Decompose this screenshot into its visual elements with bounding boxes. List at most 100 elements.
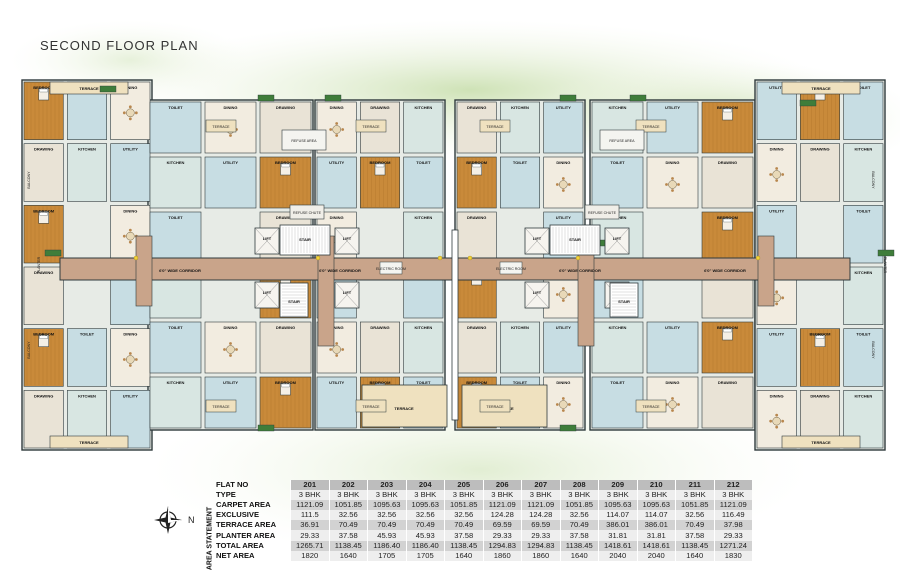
lift-cross	[524, 227, 550, 255]
table-cell: 69.59	[482, 520, 522, 531]
room	[67, 328, 107, 387]
electric-room	[379, 261, 403, 275]
table-cell: 1418.61	[598, 540, 637, 551]
terrace	[635, 119, 667, 133]
bed-furniture	[38, 87, 49, 101]
terrace-label: TERRACE	[642, 405, 660, 409]
row-label: TERRACE AREA	[216, 520, 277, 530]
table-cell: 1640	[559, 550, 599, 561]
chair	[128, 105, 132, 109]
room	[543, 101, 584, 154]
room-label: KITCHEN	[414, 215, 432, 220]
row-label: EXCLUSIVE	[216, 510, 260, 520]
planter	[257, 94, 275, 102]
room-label: TOILET	[168, 325, 183, 330]
terrace-label: TERRACE	[811, 440, 831, 445]
chair	[561, 177, 565, 180]
room	[23, 143, 64, 202]
dining-table	[668, 400, 677, 409]
terrace	[49, 435, 129, 449]
chair	[775, 290, 779, 294]
table-cell: 1051.85	[559, 500, 599, 511]
room-label: KITCHEN	[414, 325, 432, 330]
room-label: DRAWING	[276, 105, 295, 110]
room	[403, 101, 444, 154]
chair	[775, 425, 779, 429]
room	[701, 376, 754, 429]
room-label: KITCHEN	[511, 325, 529, 330]
room-label: KITCHEN	[78, 147, 96, 152]
table-cell: 111.5	[290, 510, 329, 521]
corridor-label: 6'0" WIDE CORRIDOR	[559, 268, 601, 273]
table-cell: 32.56	[367, 510, 406, 521]
table-cell: 1138.45	[559, 540, 599, 551]
room-label: DRAWING	[718, 380, 737, 385]
chair	[671, 189, 674, 192]
stair-core	[279, 224, 331, 256]
room-label: KITCHEN	[854, 147, 872, 152]
table-cell: 3 BHK	[290, 490, 329, 501]
table-cell: 70.49	[328, 520, 368, 531]
room-label: TOILET	[856, 332, 871, 337]
bed-furniture	[280, 162, 291, 176]
terrace-label: TERRACE	[79, 440, 99, 445]
room-label: DINING	[330, 215, 344, 220]
room-label: KITCHEN	[511, 105, 529, 110]
terrace	[205, 399, 237, 413]
table-cell: 208	[559, 480, 599, 491]
room-label: UTILITY	[769, 208, 784, 213]
table-cell: 3 BHK	[675, 490, 714, 501]
room-label: UTILITY	[665, 325, 680, 330]
room-label: TOILET	[610, 380, 625, 385]
row-label: CARPET AREA	[216, 500, 271, 510]
chair	[128, 352, 132, 355]
table-cell: 32.56	[675, 510, 714, 521]
chair	[555, 403, 559, 406]
planter	[629, 94, 647, 102]
chair	[335, 354, 339, 357]
chair	[134, 111, 138, 115]
chair	[775, 179, 779, 182]
room-label: BEDROOM	[370, 160, 392, 165]
dining-table	[772, 170, 781, 179]
table-cell: 2040	[636, 550, 676, 561]
room-label: DINING	[556, 160, 570, 165]
bed-furniture	[471, 162, 482, 176]
table-cell: 209	[598, 480, 637, 491]
table-cell: 207	[521, 480, 560, 491]
terrace-label: TERRACE	[362, 125, 380, 129]
table-cell: 1095.63	[405, 500, 445, 511]
planter	[799, 99, 817, 107]
row-label: TOTAL AREA	[216, 540, 264, 550]
room-label: UTILITY	[329, 160, 344, 165]
lift-label: LIFT	[343, 290, 352, 295]
lift-label: LIFT	[343, 236, 352, 241]
room-label: BEDROOM	[33, 85, 55, 90]
chair	[561, 397, 565, 400]
terrace	[781, 435, 861, 449]
chair	[235, 348, 238, 351]
chair	[561, 299, 565, 302]
lamp-icon	[467, 255, 473, 261]
table-cell: 70.49	[559, 520, 599, 531]
chair	[781, 419, 785, 423]
table-cell: 211	[675, 480, 714, 491]
room-label: TOILET	[416, 380, 431, 385]
room-label: DINING	[666, 160, 680, 165]
planter	[559, 94, 577, 102]
table-cell: 114.07	[598, 510, 637, 521]
table-cell: 1186.40	[367, 540, 406, 551]
dining-table	[559, 400, 568, 409]
room-label: DRAWING	[718, 160, 737, 165]
room-label: TOILET	[416, 160, 431, 165]
chair	[555, 183, 559, 186]
stair-core	[279, 282, 309, 318]
chair	[341, 128, 345, 131]
room-label: DRAWING	[467, 105, 486, 110]
room-label: UTILITY	[665, 105, 680, 110]
